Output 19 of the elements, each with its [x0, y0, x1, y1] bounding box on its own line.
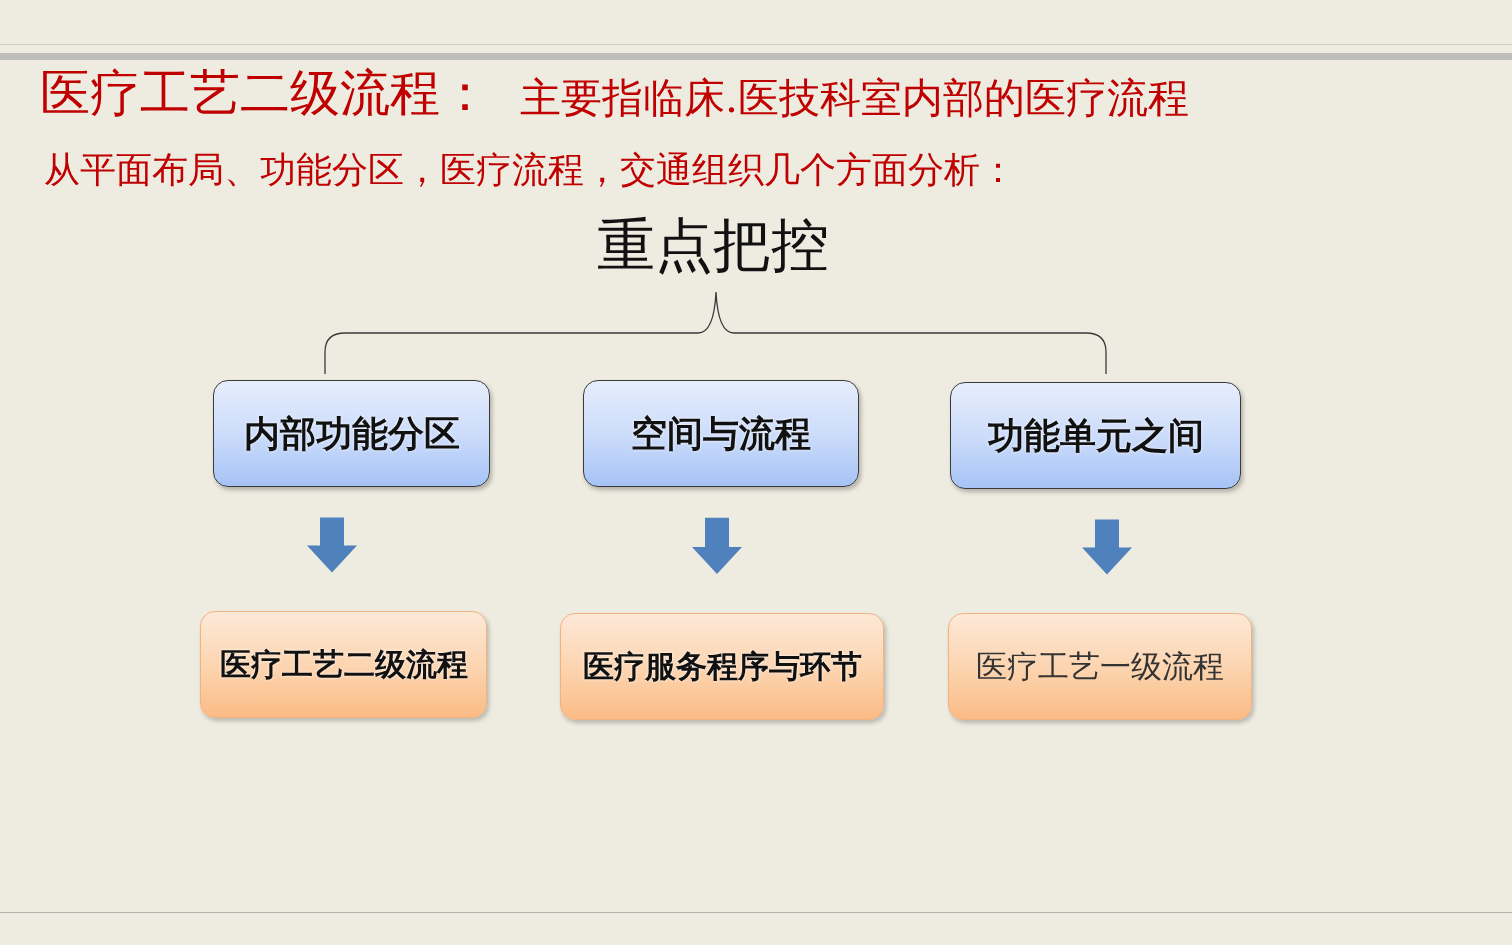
down-arrow — [1082, 519, 1132, 575]
box-label: 空间与流程 — [631, 415, 811, 452]
down-arrow — [692, 517, 742, 574]
slide-title: 医疗工艺二级流程： — [40, 68, 490, 118]
process-box — [200, 611, 487, 718]
category-box — [213, 380, 490, 487]
box-label: 医疗工艺二级流程 — [219, 649, 468, 680]
box-label: 医疗服务程序与环节 — [582, 651, 862, 682]
heading-text: 重点把控 — [597, 216, 829, 274]
category-box — [583, 380, 859, 487]
box-label: 医疗工艺一级流程 — [976, 651, 1224, 682]
process-box — [948, 613, 1252, 720]
subtitle-text: 主要指临床.医技科室内部的医疗流程 — [520, 78, 1190, 119]
process-box — [560, 613, 884, 720]
box-label: 内部功能分区 — [243, 415, 460, 452]
category-box — [950, 382, 1241, 489]
down-arrow — [307, 517, 357, 573]
box-label: 功能单元之间 — [987, 417, 1204, 454]
description-text: 从平面布局、功能分区，医疗流程，交通组织几个方面分析： — [44, 152, 1016, 188]
